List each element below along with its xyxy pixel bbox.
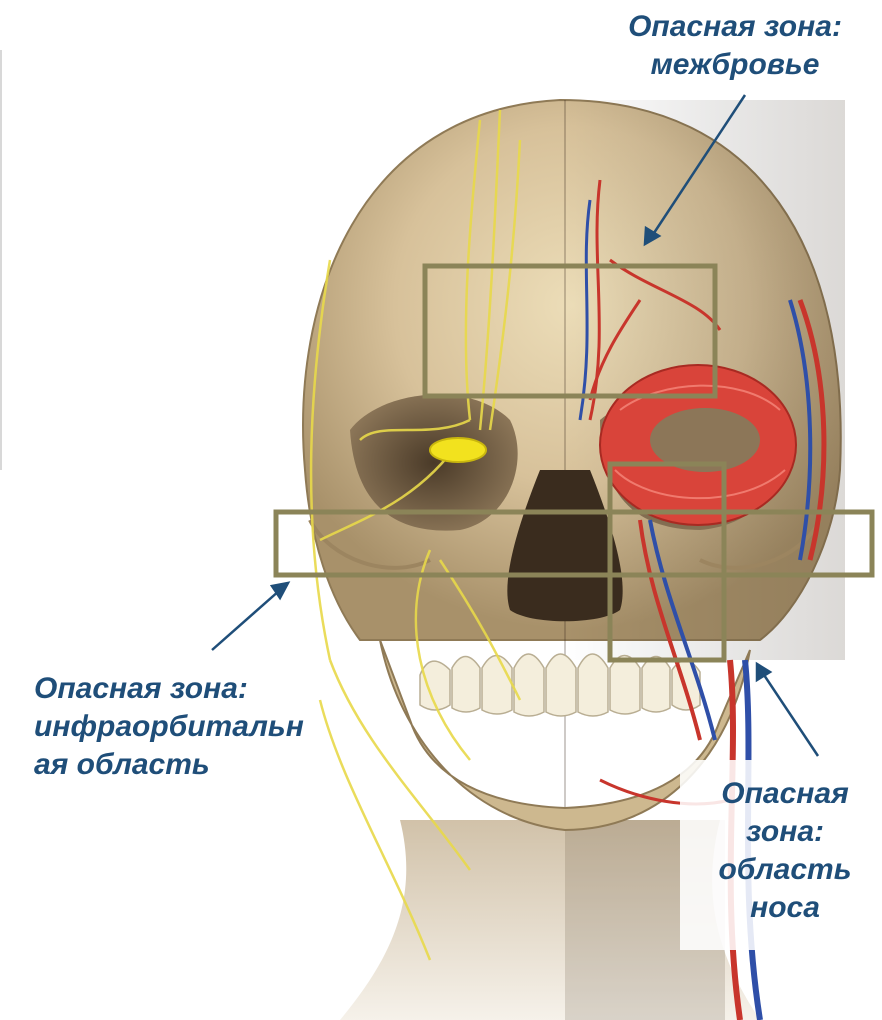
orbicularis-oculi-muscle [600, 365, 796, 525]
supraorbital-nerve-bundle [430, 438, 486, 462]
infraorbital-arrow [212, 590, 280, 650]
teeth [420, 654, 700, 716]
glabella-danger-zone-label: Опасная зона: межбровье [600, 8, 870, 84]
glabella-label-line-2: межбровье [600, 46, 870, 84]
nose-label-line-2: зона: [690, 813, 880, 851]
nose-danger-zone-label: Опасная зона: область носа [690, 775, 880, 927]
infraorbital-danger-zone-label: Опасная зона: инфраорбитальн ая область [34, 670, 304, 784]
glabella-label-line-1: Опасная зона: [600, 8, 870, 46]
infraorbital-label-line-2: инфраорбитальн [34, 708, 304, 746]
nose-label-line-1: Опасная [690, 775, 880, 813]
infraorbital-label-line-1: Опасная зона: [34, 670, 304, 708]
nose-label-line-3: область [690, 851, 880, 889]
infraorbital-label-line-3: ая область [34, 746, 304, 784]
nose-label-line-4: носа [690, 889, 880, 927]
nose-arrow [762, 672, 818, 756]
